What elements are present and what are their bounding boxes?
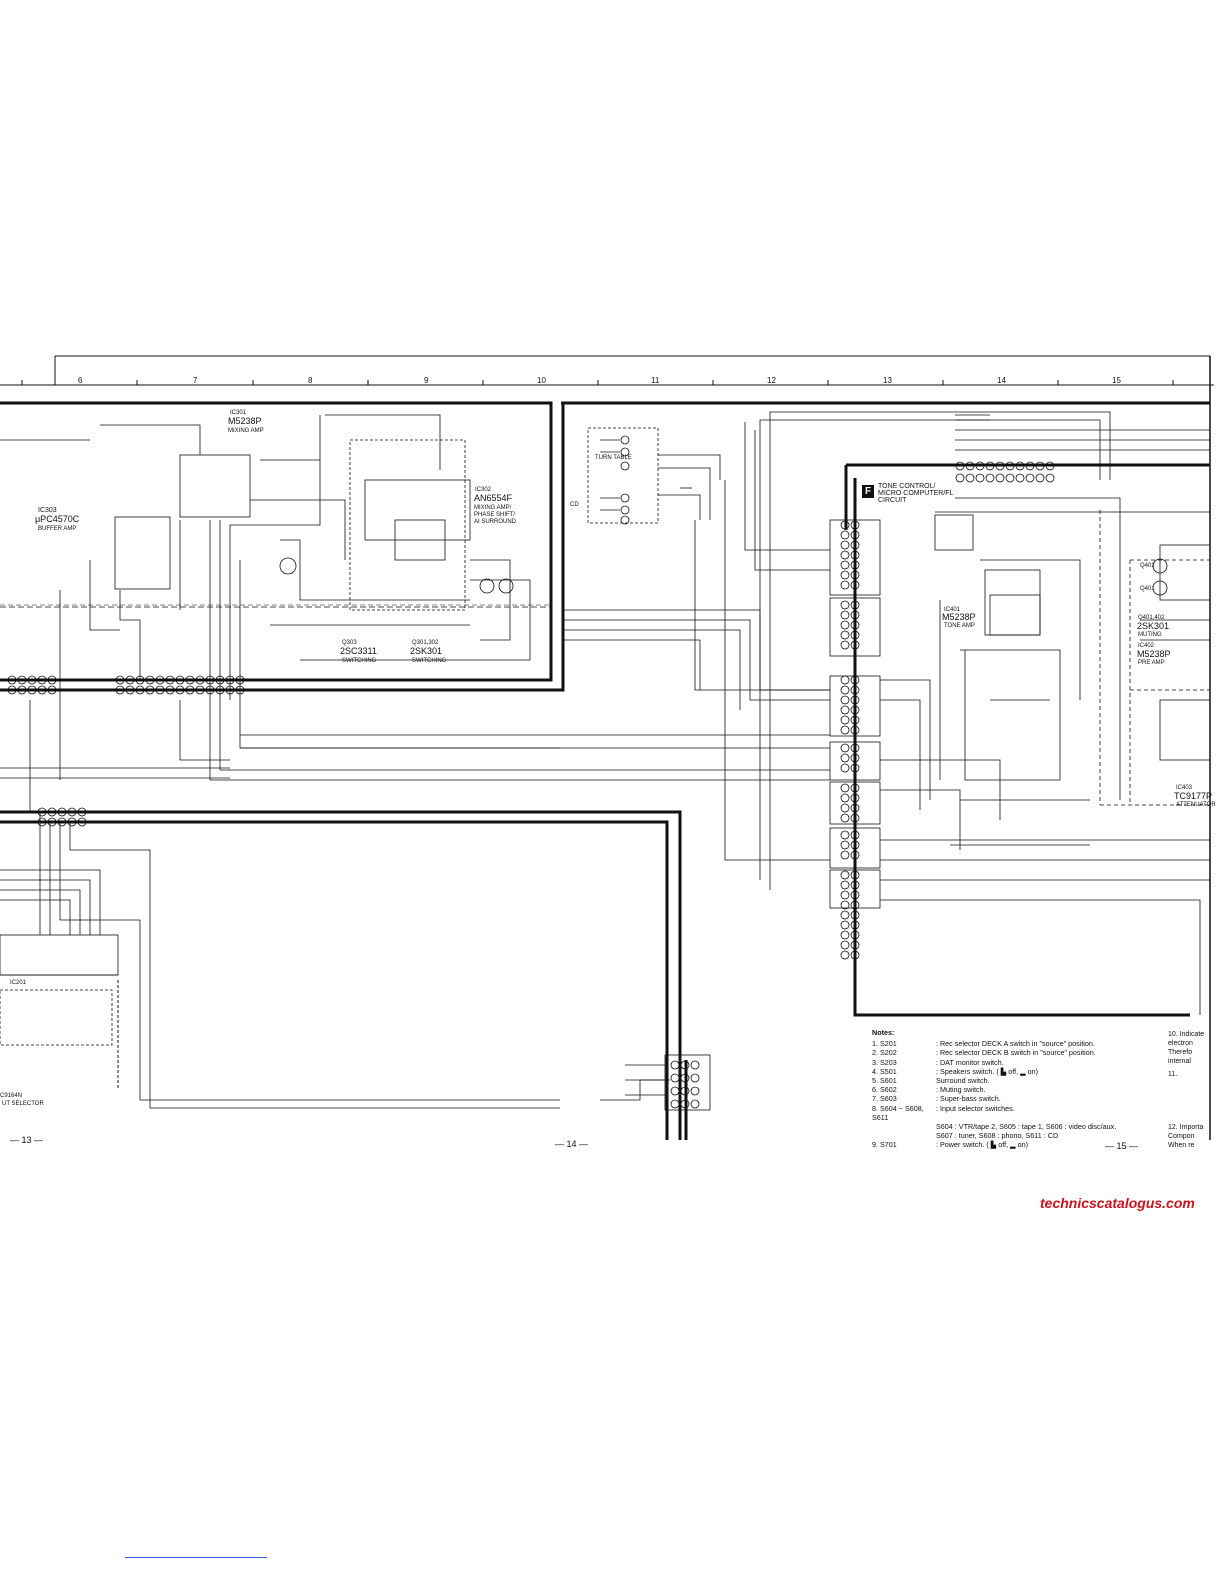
turntable-label: TURN TABLE <box>595 455 632 461</box>
note-row: 5. S601 Surround switch. <box>872 1076 1212 1085</box>
q401-402-function: MUTING <box>1138 632 1162 638</box>
ic302-part: AN6554F <box>474 493 513 503</box>
note-row: 1. S201 : Rec selector DECK A switch in "… <box>872 1039 1212 1048</box>
note-desc: : Power switch. ( ▙ off, ▂ on) <box>936 1140 1029 1150</box>
note-row: 8. S604 ~ S608, : Input selector switches… <box>872 1104 1212 1113</box>
note-num: S611 <box>872 1112 889 1122</box>
grid-number-11: 11 <box>651 376 660 385</box>
ic201-function: UT SELECTOR <box>2 1101 44 1107</box>
right-note-line: 10. Indicate <box>1168 1031 1205 1038</box>
ic401-part: M5238P <box>942 612 976 622</box>
q401-label-f: Q401 <box>1140 586 1155 592</box>
ic301-part: M5238P <box>228 416 262 426</box>
ic201-part: C9164N <box>0 1093 23 1099</box>
note-continuation-1: S604 : VTR/tape 2, S605 : tape 1, S606 :… <box>936 1122 1117 1132</box>
grid-number-13: 13 <box>883 376 892 385</box>
ic303-function: BUFFER AMP <box>38 526 77 532</box>
q402-label: Q402 <box>1140 563 1155 569</box>
note-desc: Surround switch. <box>936 1076 990 1086</box>
ic201-label: IC201 <box>10 980 27 986</box>
note-row: 7. S603 : Super-bass switch. <box>872 1094 1212 1103</box>
note-desc: : Rec selector DECK A switch in "source"… <box>936 1039 1095 1049</box>
note-continuation-2: S607 : tuner, S608 : phono, S611 : CD <box>936 1131 1059 1141</box>
page-number-14: — 14 — <box>555 1139 589 1149</box>
right-note-line: Therefo <box>1168 1049 1193 1056</box>
bottom-rule <box>125 1557 267 1558</box>
ic403-part: TC9177P <box>1174 791 1213 801</box>
section-title-1: TONE CONTROL/ <box>878 483 936 490</box>
watermark-text: technicscatalogus.com <box>1040 1195 1195 1211</box>
grid-number-9: 9 <box>424 376 429 385</box>
q303-function: SWITCHING <box>342 658 377 664</box>
ic301-function: MIXING AMP <box>228 428 264 434</box>
note-num: 5. S601 <box>872 1076 897 1086</box>
section-title-3: CIRCUIT <box>878 497 907 504</box>
grid-number-10: 10 <box>537 376 546 385</box>
note-desc: : Input selector switches. <box>936 1103 1015 1113</box>
ic401-function: TONE AMP <box>944 623 975 629</box>
ic303-part: μPC4570C <box>35 514 80 524</box>
q401-402-label: Q401,402 <box>1138 615 1165 621</box>
notes-heading: Notes: <box>872 1028 895 1037</box>
note-num: 7. S603 <box>872 1094 897 1104</box>
q301-part: 2SK301 <box>410 646 443 656</box>
note-num: 1. S201 <box>872 1039 897 1049</box>
q301-label: Q301,302 <box>412 640 439 646</box>
ic301-label: IC301 <box>230 410 247 416</box>
q303-part: 2SC3311 <box>340 646 377 656</box>
q401-402-part: 2SK301 <box>1137 621 1170 631</box>
note-row: 6. S602 : Muting switch. <box>872 1085 1212 1094</box>
ic303-label: IC303 <box>38 507 57 514</box>
q301-function: SWITCHING <box>412 658 447 664</box>
q303-label: Q303 <box>342 640 357 646</box>
note-num: 2. S202 <box>872 1048 897 1058</box>
notes-block: Notes: 1. S201 : Rec selector DECK A swit… <box>872 1028 1212 1150</box>
right-note-line: internal <box>1168 1058 1191 1065</box>
grid-number-15: 15 <box>1112 376 1121 385</box>
section-title-2: MICRO COMPUTER/FL <box>878 490 954 497</box>
ic401-label: IC401 <box>944 607 961 613</box>
ic403-label: IC403 <box>1176 785 1193 791</box>
right-note-line: 12. Importa <box>1168 1124 1204 1131</box>
note-desc: : Rec selector DECK B switch in "source"… <box>936 1048 1096 1058</box>
grid-number-7: 7 <box>193 376 198 385</box>
page-number-13: — 13 — <box>10 1135 44 1145</box>
note-row: 2. S202 : Rec selector DECK B switch in "… <box>872 1048 1212 1057</box>
ic302-function-2: PHASE SHIFT/ <box>474 512 516 518</box>
note-num: 9. S701 <box>872 1140 897 1150</box>
note-num: 4. S501 <box>872 1066 897 1076</box>
grid-number-6: 6 <box>78 376 83 385</box>
cd-label: CD <box>570 502 579 508</box>
right-note-line: electron <box>1168 1040 1193 1047</box>
right-notes-fragment: 10. Indicate electron Therefo internal 1… <box>1168 1030 1224 1150</box>
note-row: 4. S501 : Speakers switch. ( ▙ off, ▂ on) <box>872 1067 1212 1076</box>
ic302-function-1: MIXING AMP/ <box>474 505 512 511</box>
ic403-function: ATTENUATOR <box>1176 802 1216 808</box>
note-row: 3. S203 : DAT monitor switch. <box>872 1058 1212 1067</box>
ic302-label: IC302 <box>475 487 492 493</box>
section-f-badge: F <box>862 485 874 498</box>
note-desc: : DAT monitor switch. <box>936 1057 1004 1067</box>
ic402-function: PRE AMP <box>1138 660 1165 666</box>
note-row: 9. S701 : Power switch. ( ▙ off, ▂ on) <box>872 1140 1212 1149</box>
right-note-line: Compon <box>1168 1133 1195 1140</box>
note-desc: : Super-bass switch. <box>936 1094 1001 1104</box>
note-num: 8. S604 ~ S608, <box>872 1103 924 1113</box>
note-num: 6. S602 <box>872 1085 897 1095</box>
note-desc: : Speakers switch. ( ▙ off, ▂ on) <box>936 1066 1039 1076</box>
note-desc: : Muting switch. <box>936 1085 986 1095</box>
note-row: S611 <box>872 1113 1212 1122</box>
page-number-15: — 15 — <box>1105 1141 1139 1151</box>
grid-number-12: 12 <box>767 376 776 385</box>
right-note-line: When re <box>1168 1142 1195 1149</box>
note-num: 3. S203 <box>872 1057 897 1067</box>
right-note-line: 11. <box>1168 1071 1178 1078</box>
grid-number-8: 8 <box>308 376 313 385</box>
grid-number-14: 14 <box>997 376 1006 385</box>
ic402-label: IC402 <box>1138 643 1155 649</box>
ic402-part: M5238P <box>1137 649 1171 659</box>
ic302-function-3: AI SURROUND <box>474 519 517 525</box>
